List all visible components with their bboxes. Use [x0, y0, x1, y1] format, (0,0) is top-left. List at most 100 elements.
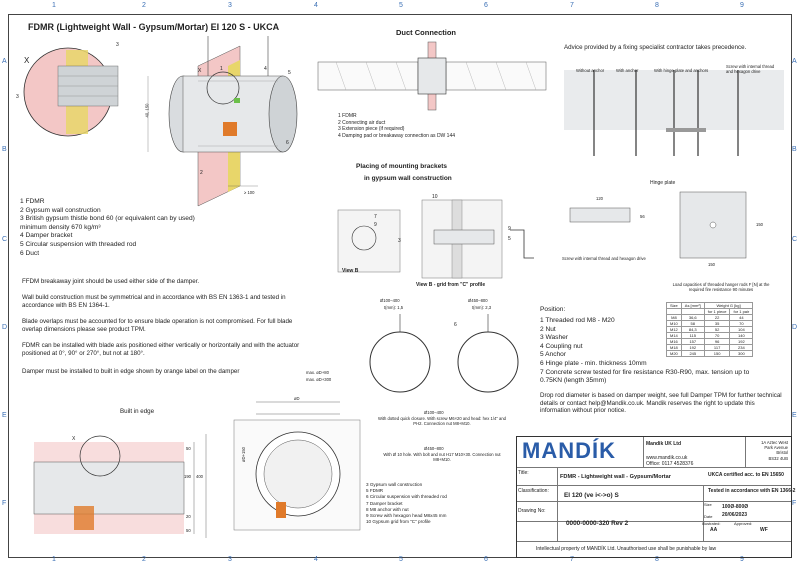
position-list: 1 Threaded rod M8 - M20 2 Nut 3 Washer 4…	[540, 317, 749, 386]
legend-item-3: 3 British gypsum thistle bond 60 (or equ…	[20, 215, 195, 223]
sheet-title: FDMR (Lightweight Wall - Gypsum/Mortar) …	[28, 22, 280, 32]
strap-legend-5: 5 FDMR	[366, 488, 384, 494]
fixing-label-hinge: With hinge plate and anchors	[654, 68, 709, 73]
grid-row-a: A	[2, 58, 7, 65]
bracket-callout-5: 5	[508, 236, 511, 242]
load-caption: Load capacities of threaded hanger rods …	[672, 282, 770, 292]
note-blade-overlap: Blade overlaps must be accounted for to …	[22, 318, 293, 333]
strap-legend-8: 8 M8 anchor with nut	[366, 506, 409, 512]
strap-d100-title: Ø100–400	[424, 410, 444, 415]
front-dim-max-80: max. øD+80	[306, 370, 329, 375]
company-office: Office: 0117 4528376	[646, 461, 694, 467]
grid-col-8-bottom: 8	[655, 556, 659, 563]
table-header-1piece: for 1 piece	[703, 308, 731, 315]
grid-col-2-bottom: 2	[142, 556, 146, 563]
mandik-logo: MANDÍK	[522, 438, 616, 463]
grid-col-7-bottom: 7	[570, 556, 574, 563]
tested-standard: Tested in accordance with EN 1366-2	[708, 488, 796, 494]
duct-legend-2: 2 Connecting air duct	[338, 119, 386, 126]
grid-col-4: 4	[314, 2, 318, 9]
grid-col-5: 5	[399, 2, 403, 9]
duct-connection-legend: 1 FDMR 2 Connecting air duct 3 Extension…	[338, 113, 455, 139]
built-in-edge-drawing	[33, 434, 207, 538]
drawing-no-label: Drawing No:	[518, 508, 546, 514]
size-label: Size	[704, 502, 712, 507]
note-installation: FDMR can be installed with blade axis po…	[22, 342, 300, 357]
fixing-label-without: Without anchor	[576, 68, 605, 73]
company-address: 1A Aztec West Park Avenue Bristol BS32 4…	[761, 440, 788, 461]
legend-item-4: 4 Damper bracket	[20, 232, 73, 240]
fixing-label-with: With anchor	[616, 68, 639, 73]
dim-100: ≥ 100	[244, 190, 255, 195]
callout-5: 5	[288, 70, 291, 76]
fixing-drawings	[564, 70, 784, 156]
bracket-callout-9b: 9	[508, 226, 511, 232]
orange-label	[223, 122, 237, 136]
bracket-drawings	[337, 199, 534, 279]
built-in-x-label: X	[72, 436, 76, 442]
grid-col-3: 3	[228, 2, 232, 9]
note-breakaway: FFDM breakaway joint should be used eith…	[22, 278, 200, 285]
grid-col-8: 8	[655, 2, 659, 9]
position-item-4: 4 Coupling nut	[540, 342, 583, 350]
strap-legend-6: 6 Circular suspension with threaded rod	[366, 494, 447, 500]
grid-col-9-bottom: 9	[740, 556, 744, 563]
screw-label: Screw with internal thread and hexagon d…	[562, 256, 646, 261]
plate-dim-150b: 150	[756, 222, 763, 227]
green-indicator	[234, 98, 240, 103]
strap-legend-7: 7 Damper bracket	[366, 500, 403, 506]
grid-row-a-right: A	[792, 58, 797, 65]
duct-legend-3: 3 Extension piece (if required)	[338, 126, 405, 133]
company-web: www.mandik.co.uk	[646, 455, 688, 461]
drop-rod-note: Drop rod diameter is based on damper wei…	[540, 392, 782, 414]
grid-row-d-right: D	[792, 324, 798, 331]
duct-connection-title: Duct Connection	[396, 28, 456, 37]
strap-legend: 3 Gypsum wall construction 5 FDMR 6 Circ…	[366, 482, 447, 525]
title-block	[516, 436, 792, 558]
grid-row-e: E	[2, 412, 7, 419]
callout-6: 6	[286, 140, 289, 146]
legend-item-6: 6 Duct	[20, 249, 40, 257]
grid-col-9: 9	[740, 2, 744, 9]
grid-col-7: 7	[570, 2, 574, 9]
suspension-t1: t(mm): 1,5	[384, 305, 404, 310]
position-item-3: 3 Washer	[540, 334, 568, 342]
bracket-callout-9: 9	[374, 222, 377, 228]
grid-row-f-right: F	[792, 500, 797, 507]
legend-item-3b: minimum density 670 kg/m³	[20, 223, 101, 231]
built-in-edge-label: Built in edge	[120, 408, 155, 415]
size-value: 100Ø-800Ø	[722, 504, 749, 510]
suspension-d2: Ø450–800	[468, 298, 488, 303]
classification-value: EI 120 (ve i<->o) S	[564, 492, 619, 499]
strap-d450-title: Ø450–800	[424, 446, 444, 451]
position-item-5: 5 Anchor	[540, 351, 567, 359]
grid-row-c-right: C	[792, 236, 798, 243]
illustrated-label: Illustrated:	[702, 521, 721, 526]
grid-col-2: 2	[142, 2, 146, 9]
dim-50-top: 50	[186, 446, 191, 451]
grid-row-e-right: E	[792, 412, 797, 419]
date-value: 20/06/2023	[722, 512, 748, 518]
grid-col-6-bottom: 6	[484, 556, 488, 563]
ip-footer: Intellectual property of MANDÍK Ltd. Una…	[536, 546, 717, 552]
bracket-callout-10: 10	[432, 194, 438, 200]
suspension-t2: t(mm): 2,3	[472, 305, 492, 310]
strap-d450-text: With Ø 10 hole. With bolt and nut H17 M1…	[383, 452, 501, 462]
dim-20: 20	[186, 514, 191, 519]
duct-legend-1: 1 FDMR	[338, 113, 357, 119]
position-item-1: 1 Threaded rod M8 - M20	[540, 317, 615, 324]
grid-col-1-bottom: 1	[52, 556, 56, 563]
illustrated-value: AA	[710, 527, 718, 533]
brackets-title-2: in gypsum wall construction	[364, 175, 452, 182]
note-wall-build: Wall build construction must be symmetri…	[22, 294, 286, 309]
grid-row-d: D	[2, 324, 8, 331]
dim-50-bottom: 50	[186, 528, 191, 533]
grid-row-b-right: B	[792, 146, 797, 153]
strap-d100-text: With dotted quick closure. With screw M6…	[378, 416, 506, 426]
sheet-frame	[8, 14, 792, 558]
dim-400: 400	[196, 474, 203, 479]
grid-col-6: 6	[484, 2, 488, 9]
